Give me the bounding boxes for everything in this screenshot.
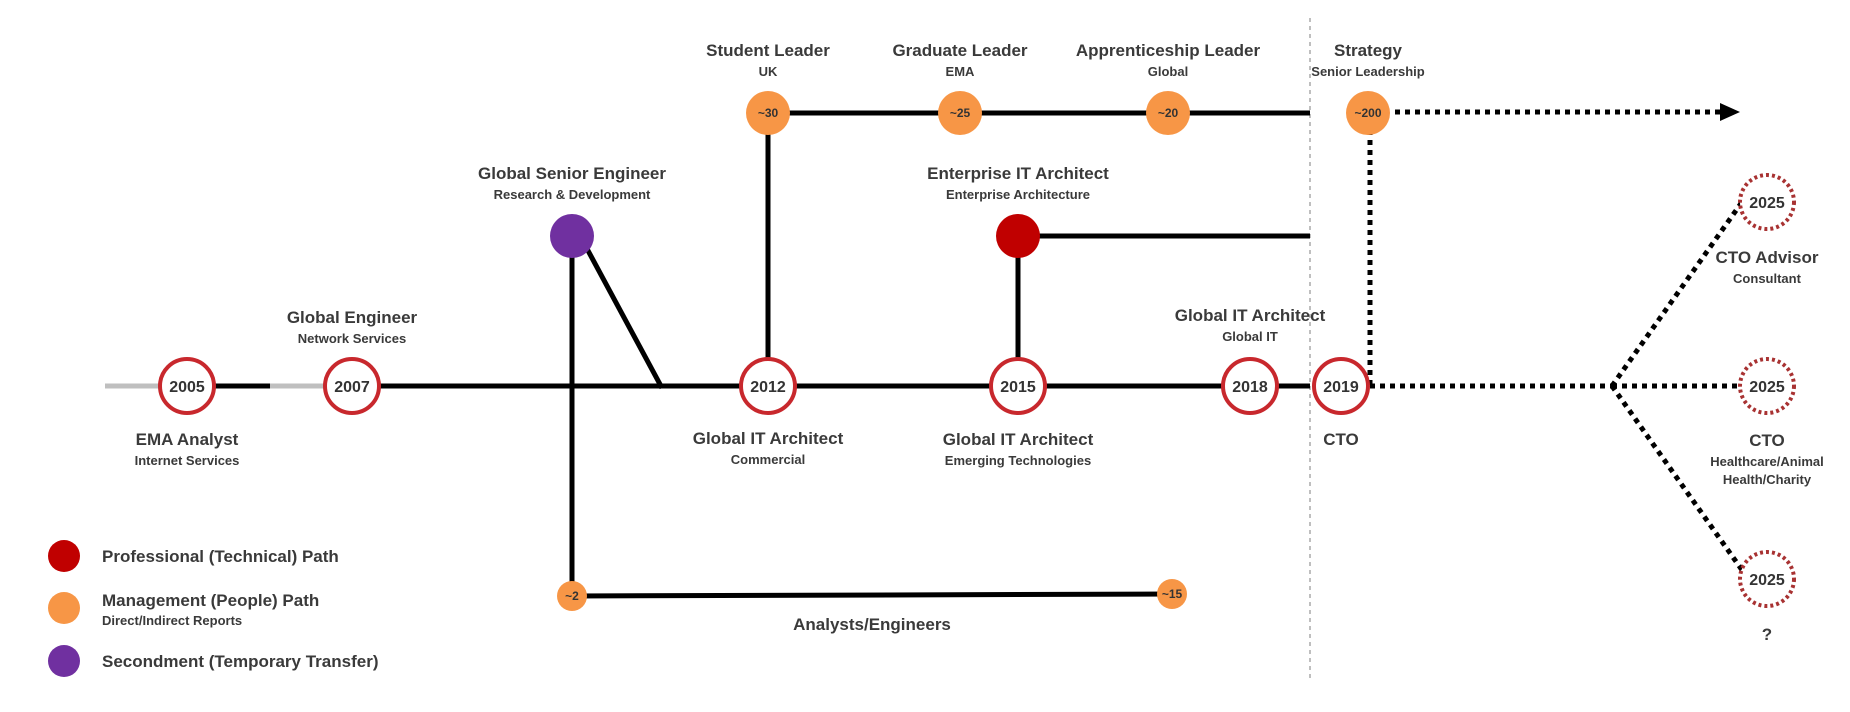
student-leader-title: Student Leader <box>706 41 830 60</box>
milestone-year: 2015 <box>1000 379 1036 396</box>
milestone-2015: 2015 <box>989 357 1047 415</box>
future-unknown-title: ? <box>1762 625 1772 644</box>
student-leader-node: ~30 <box>746 91 790 135</box>
enterprise-title: Enterprise IT Architect <box>927 164 1109 183</box>
arrowhead-icon <box>1720 103 1740 121</box>
legend-management-swatch <box>48 592 80 624</box>
future-advisor-dotted-line <box>1609 200 1745 388</box>
future-cto-title: CTO <box>1749 431 1785 450</box>
apprenticeship-leader-node: ~20 <box>1146 91 1190 135</box>
report-count: ~20 <box>1158 106 1179 120</box>
student-leader-subtitle: UK <box>759 64 778 79</box>
role-title-2015: Global IT Architect <box>943 430 1094 449</box>
apprenticeship-leader-subtitle: Global <box>1148 64 1188 79</box>
legend-secondment-swatch <box>48 645 80 677</box>
analysts-line <box>571 591 1173 599</box>
role-title-2018: Global IT Architect <box>1175 306 1326 325</box>
milestone-year: 2019 <box>1323 379 1359 396</box>
enterprise-node <box>996 214 1040 258</box>
role-subtitle-2015: Emerging Technologies <box>945 453 1091 468</box>
milestone-year: 2007 <box>334 379 370 396</box>
role-subtitle-2005: Internet Services <box>135 453 240 468</box>
legend-secondment-label: Secondment (Temporary Transfer) <box>102 652 378 671</box>
milestone-2007: 2007 <box>323 357 381 415</box>
role-subtitle-2012: Commercial <box>731 452 805 467</box>
milestone-2018: 2018 <box>1221 357 1279 415</box>
secondment-title: Global Senior Engineer <box>478 164 666 183</box>
future-cto-subtitle-line2: Health/Charity <box>1723 472 1812 487</box>
report-count: ~30 <box>758 106 779 120</box>
future-advisor-node: 2025 <box>1738 173 1796 231</box>
milestone-year: 2012 <box>750 379 786 396</box>
legend-management-label: Management (People) Path <box>102 591 319 610</box>
enterprise-subtitle: Enterprise Architecture <box>946 187 1090 202</box>
secondment-return-line <box>582 243 665 390</box>
role-subtitle-2018: Global IT <box>1222 329 1278 344</box>
future-year: 2025 <box>1749 195 1785 212</box>
future-cto-subtitle-line1: Healthcare/Animal <box>1710 454 1823 469</box>
future-cto-node: 2025 <box>1738 357 1796 415</box>
graduate-leader-node: ~25 <box>938 91 982 135</box>
graduate-leader-subtitle: EMA <box>946 64 976 79</box>
future-advisor-title: CTO Advisor <box>1716 248 1819 267</box>
milestone-2012: 2012 <box>739 357 797 415</box>
milestone-year: 2018 <box>1232 379 1268 396</box>
legend: Professional (Technical) Path Management… <box>48 540 378 677</box>
role-title-2019: CTO <box>1323 430 1359 449</box>
strategy-node: ~200 <box>1346 91 1390 135</box>
milestone-2005: 2005 <box>158 357 216 415</box>
future-year: 2025 <box>1749 572 1785 589</box>
report-count: ~2 <box>565 589 579 603</box>
future-unknown-node: 2025 <box>1738 550 1796 608</box>
role-title-2007: Global Engineer <box>287 308 418 327</box>
secondment-subtitle: Research & Development <box>494 187 651 202</box>
report-count: ~15 <box>1162 587 1183 601</box>
legend-management-sublabel: Direct/Indirect Reports <box>102 613 242 628</box>
analysts-label: Analysts/Engineers <box>793 615 951 634</box>
future-year: 2025 <box>1749 379 1785 396</box>
role-subtitle-2007: Network Services <box>298 331 406 346</box>
analysts-end-node: ~15 <box>1157 579 1187 609</box>
secondment-node <box>550 214 594 258</box>
strategy-subtitle: Senior Leadership <box>1311 64 1424 79</box>
future-unknown-dotted-line <box>1609 384 1745 572</box>
future-advisor-subtitle: Consultant <box>1733 271 1802 286</box>
apprenticeship-leader-title: Apprenticeship Leader <box>1076 41 1261 60</box>
report-count: ~200 <box>1354 106 1381 120</box>
analysts-start-node: ~2 <box>557 581 587 611</box>
graduate-leader-title: Graduate Leader <box>892 41 1027 60</box>
legend-professional-swatch <box>48 540 80 572</box>
legend-professional-label: Professional (Technical) Path <box>102 547 339 566</box>
milestone-2019: 2019 <box>1312 357 1370 415</box>
milestone-year: 2005 <box>169 379 205 396</box>
role-title-2012: Global IT Architect <box>693 429 844 448</box>
role-title-2005: EMA Analyst <box>136 430 239 449</box>
strategy-title: Strategy <box>1334 41 1403 60</box>
report-count: ~25 <box>950 106 971 120</box>
